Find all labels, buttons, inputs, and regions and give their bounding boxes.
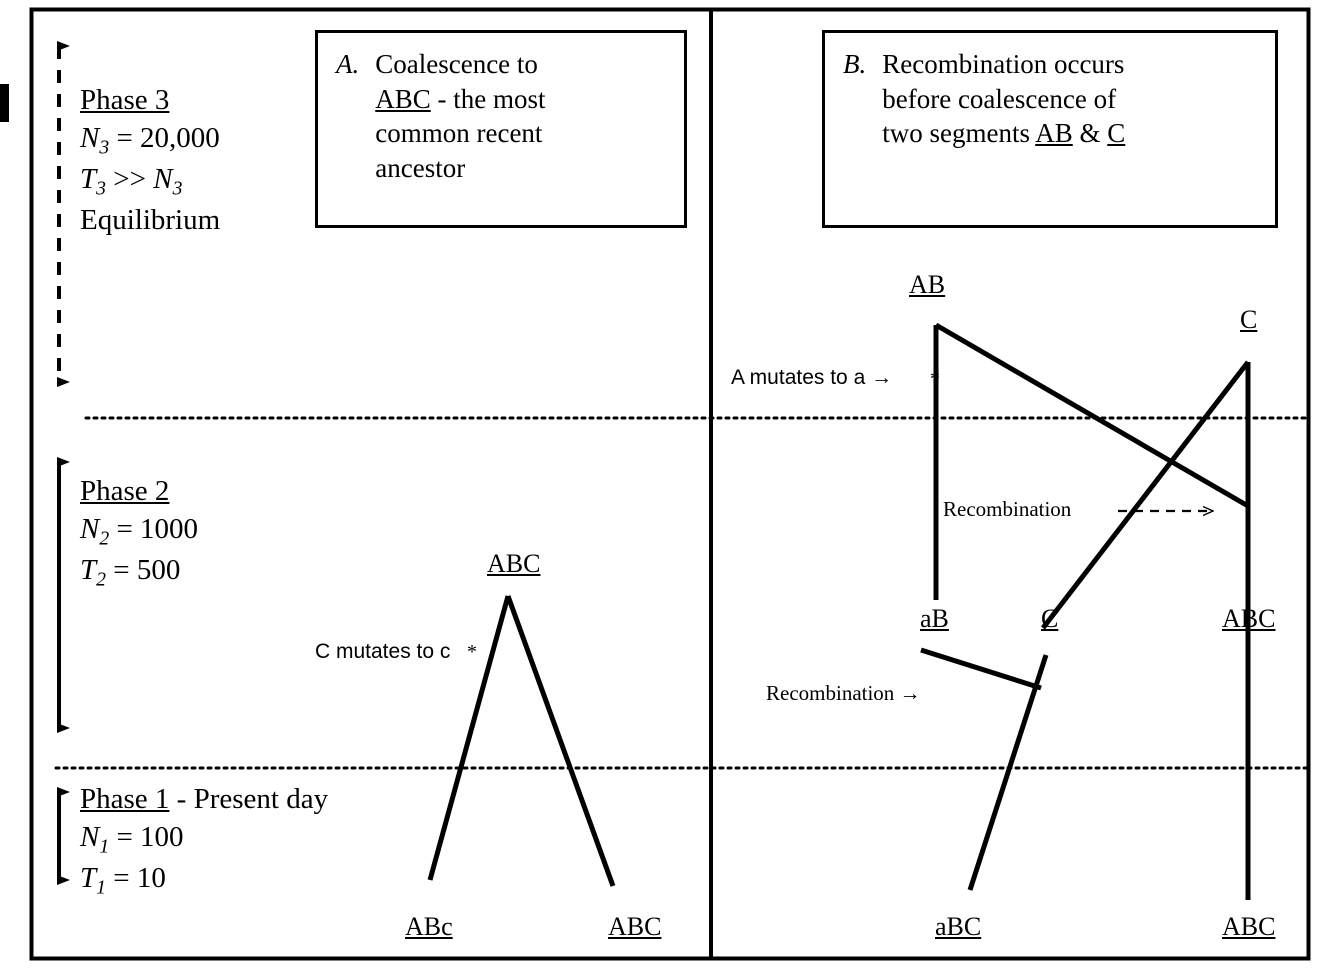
panel-b-recombination-lower-label: Recombination →	[766, 681, 921, 705]
panel-b-caption-ab: AB	[1035, 118, 1073, 149]
phase1-block: Phase 1 - Present day N1 = 100 T1 = 10	[80, 781, 328, 901]
phase2-title: Phase 2	[80, 475, 170, 507]
panel-a-letter: A.	[336, 49, 360, 79]
panel-b-mutation-annotation: A mutates to a →	[731, 366, 893, 389]
panel-a-tip-label-right: ABC	[608, 912, 662, 941]
panel-b-letter: B.	[843, 49, 867, 79]
panel-a-mutation-annotation: C mutates to c	[315, 640, 451, 663]
phase2-line-T: T2 = 500	[80, 553, 181, 590]
panel-b-lower-recomb-segment	[920, 647, 1042, 691]
panel-b-mid-label-c: C	[1041, 604, 1059, 633]
panel-a-tree	[427, 595, 616, 887]
panel-b-top-label-c: C	[1240, 305, 1258, 334]
panel-a-mutation-marker: *	[467, 641, 477, 663]
panel-b-mutation-marker: *	[930, 368, 940, 390]
panel-b-genealogy	[920, 322, 1251, 900]
panel-b-tip-label-abc-right: ABC	[1222, 912, 1276, 941]
panel-b-abc-tip-lineage	[967, 654, 1049, 891]
phase3-title: Phase 3	[80, 84, 170, 116]
panel-a-tip-label-left: ABc	[405, 912, 453, 941]
panel-b-recombination-upper-label: Recombination	[943, 497, 1072, 521]
panel-b-top-label-ab: AB	[909, 270, 946, 299]
phase1-title-suffix: - Present day	[169, 783, 329, 815]
panel-b-ab-to-abc-diagonal	[934, 322, 1250, 509]
panel-b-caption-c: C	[1107, 118, 1126, 149]
panel-b-mid-label-ab: aB	[920, 604, 949, 633]
outer-frame	[29, 7, 1311, 961]
panel-b-tip-label-abc-lower: aBC	[935, 912, 982, 941]
phase3-block: Phase 3 N3 = 20,000 T3 >> N3 Equilibrium	[80, 82, 220, 239]
phase1-line-N: N1 = 100	[80, 820, 184, 857]
panel-a-ancestor-label: ABC	[487, 549, 541, 578]
phase3-line-N: N3 = 20,000	[80, 121, 220, 158]
panel-b-mid-label-abc: ABC	[1222, 604, 1276, 633]
edge-artifact-mark	[0, 84, 9, 122]
phase1-line-T: T1 = 10	[80, 861, 166, 898]
phase2-line-N: N2 = 1000	[80, 512, 199, 549]
panel-b-c-to-lower-diagonal	[1041, 360, 1250, 630]
phase1-title: Phase 1	[80, 783, 170, 815]
panel-a-caption-abc: ABC	[375, 83, 431, 114]
phase3-note: Equilibrium	[80, 203, 221, 236]
phase2-block: Phase 2 N2 = 1000 T2 = 500	[80, 473, 198, 593]
phase3-line-T: T3 >> N3	[80, 162, 183, 199]
panel-a-left-branch	[427, 595, 511, 881]
phase1-title-line: Phase 1 - Present day	[80, 781, 328, 819]
panel-a-right-branch	[505, 595, 616, 887]
